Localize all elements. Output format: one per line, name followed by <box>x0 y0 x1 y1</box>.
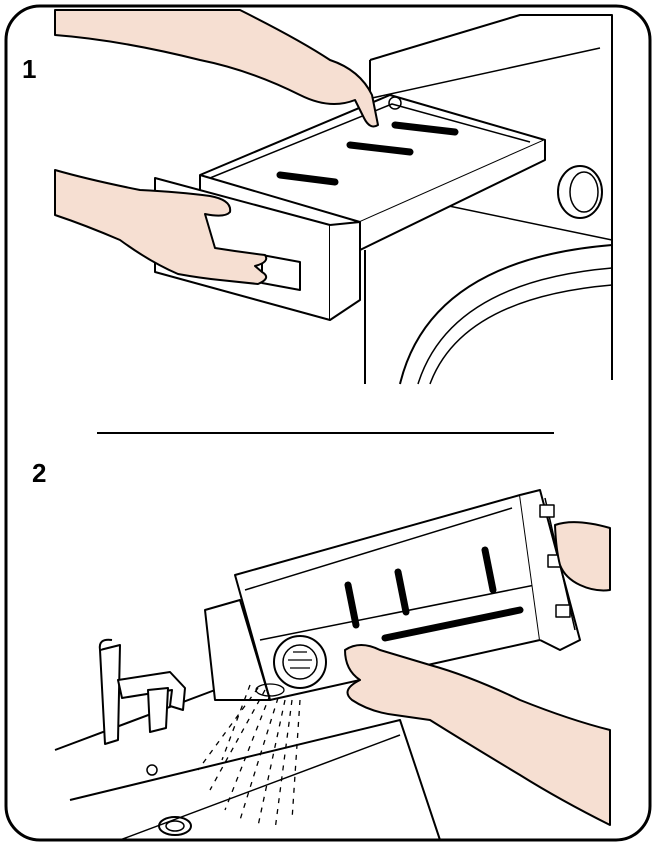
faucet <box>98 638 186 745</box>
hand-top <box>54 9 379 128</box>
step-number-1: 1 <box>22 54 37 84</box>
detergent-drawer-tilted <box>204 489 581 701</box>
sink-drain <box>158 816 192 836</box>
washing-machine <box>364 14 613 385</box>
frame-border <box>4 4 652 842</box>
step1-illustration <box>54 9 613 434</box>
step-number-2: 2 <box>32 458 47 488</box>
machine-knob <box>557 165 603 219</box>
hand-lower <box>344 644 611 826</box>
step2-illustration <box>54 489 611 841</box>
sink <box>54 689 441 841</box>
hand-right <box>554 521 611 592</box>
water-stream <box>197 683 301 831</box>
hand-front <box>54 169 268 285</box>
